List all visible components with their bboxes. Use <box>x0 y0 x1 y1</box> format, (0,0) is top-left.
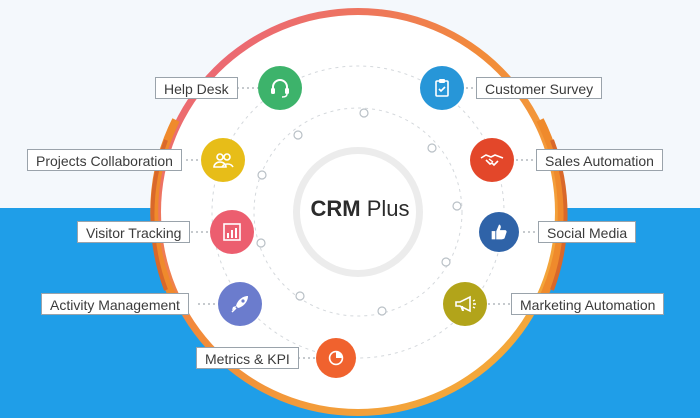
label-sales-automation: Sales Automation <box>536 149 663 171</box>
megaphone-icon <box>455 295 476 313</box>
orbit-dot <box>293 130 303 140</box>
pie-icon <box>328 350 344 366</box>
people-icon <box>213 153 234 168</box>
center-product: Plus <box>366 196 410 221</box>
node-projects-collaboration <box>201 138 245 182</box>
center-disc <box>300 154 416 270</box>
center-brand: CRM <box>310 196 361 221</box>
orbit-dot <box>441 257 451 267</box>
label-help-desk: Help Desk <box>155 77 238 99</box>
orbit-dot <box>295 291 305 301</box>
orbit-inner <box>253 107 463 317</box>
label-activity-management: Activity Management <box>41 293 189 315</box>
label-marketing-automation: Marketing Automation <box>511 293 665 315</box>
clipboard-icon <box>435 79 449 97</box>
chart-icon <box>223 223 241 241</box>
orbit-dot <box>257 170 267 180</box>
handshake-icon <box>480 154 504 167</box>
label-customer-survey: Customer Survey <box>476 77 603 99</box>
orbit-dot <box>359 108 369 118</box>
label-social-media: Social Media <box>538 221 637 243</box>
node-activity-management <box>218 282 262 326</box>
center-title: CRM Plus <box>300 196 420 222</box>
headset-icon <box>271 79 289 98</box>
orbit-dot <box>452 201 462 211</box>
node-social-media <box>479 212 519 252</box>
node-metrics-kpi <box>316 338 356 378</box>
node-visitor-tracking <box>210 210 254 254</box>
rocket-icon <box>231 296 248 313</box>
orbit-dot <box>427 143 437 153</box>
node-marketing-automation <box>443 282 487 326</box>
orbit-dot <box>377 306 387 316</box>
node-sales-automation <box>470 138 514 182</box>
label-metrics-kpi: Metrics & KPI <box>196 347 299 369</box>
node-help-desk <box>258 66 302 110</box>
right-accent-arc <box>536 118 566 306</box>
thumbs-up-icon <box>491 224 507 240</box>
label-visitor-tracking: Visitor Tracking <box>77 221 191 243</box>
node-customer-survey <box>420 66 464 110</box>
orbit-dot <box>256 238 266 248</box>
label-projects-collaboration: Projects Collaboration <box>27 149 182 171</box>
